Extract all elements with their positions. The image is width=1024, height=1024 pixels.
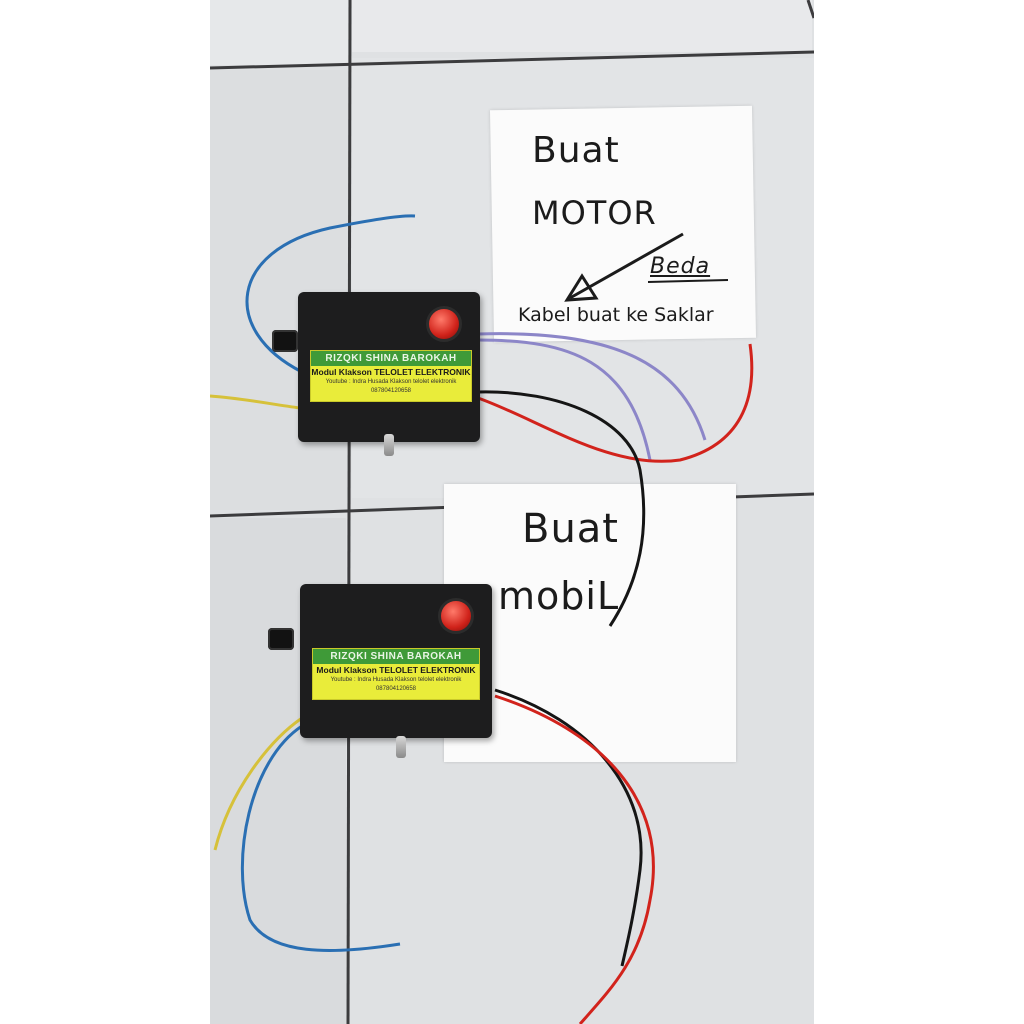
wire-blue [245,214,416,374]
wire-red [494,694,655,1024]
wire-purple [477,332,707,441]
note-motor-line1: Buat [532,130,620,171]
wire-blue [240,724,401,952]
telolet-module-mobil: RIZQKI SHINA BAROKAH Modul Klakson TELOL… [300,584,492,738]
wire-black [477,390,646,627]
module-youtube: Youtube : Indra Husada Klakson telolet e… [325,379,457,385]
module-phone: 087804120658 [375,686,417,692]
telolet-module-motor: RIZQKI SHINA BAROKAH Modul Klakson TELOL… [298,292,480,442]
module-brand: RIZQKI SHINA BAROKAH [311,351,471,366]
grout-line [210,50,814,70]
module-label: RIZQKI SHINA BAROKAH Modul Klakson TELOL… [310,350,472,402]
toggle-switch[interactable] [384,434,394,456]
wire-purple [477,338,652,461]
wire-black [494,688,643,967]
grout-line [806,0,814,19]
module-phone: 087804120658 [370,388,412,394]
module-label: RIZQKI SHINA BAROKAH Modul Klakson TELOL… [312,648,480,700]
red-push-button[interactable] [426,306,462,342]
wire-yellow [213,716,303,851]
photo: Buat MOTOR Beda Kabel buat ke Saklar Bua… [210,0,814,1024]
note-motor-line2: MOTOR [532,194,657,232]
wires [210,214,754,1024]
volume-knob[interactable] [272,330,298,352]
volume-knob[interactable] [268,628,294,650]
toggle-switch[interactable] [396,736,406,758]
note-mobil-line1: Buat [522,506,619,552]
module-youtube: Youtube : Indra Husada Klakson telolet e… [330,677,462,683]
wire-yellow [210,394,301,410]
note-mobil [444,484,736,762]
red-push-button[interactable] [438,598,474,634]
module-brand: RIZQKI SHINA BAROKAH [313,649,479,664]
wire-red [477,343,754,463]
module-product: Modul Klakson TELOLET ELEKTRONIK [311,367,471,377]
note-mobil-line2: mobiL [498,574,620,618]
module-product: Modul Klakson TELOLET ELEKTRONIK [316,665,476,675]
note-motor-line4: Kabel buat ke Saklar [518,304,714,326]
